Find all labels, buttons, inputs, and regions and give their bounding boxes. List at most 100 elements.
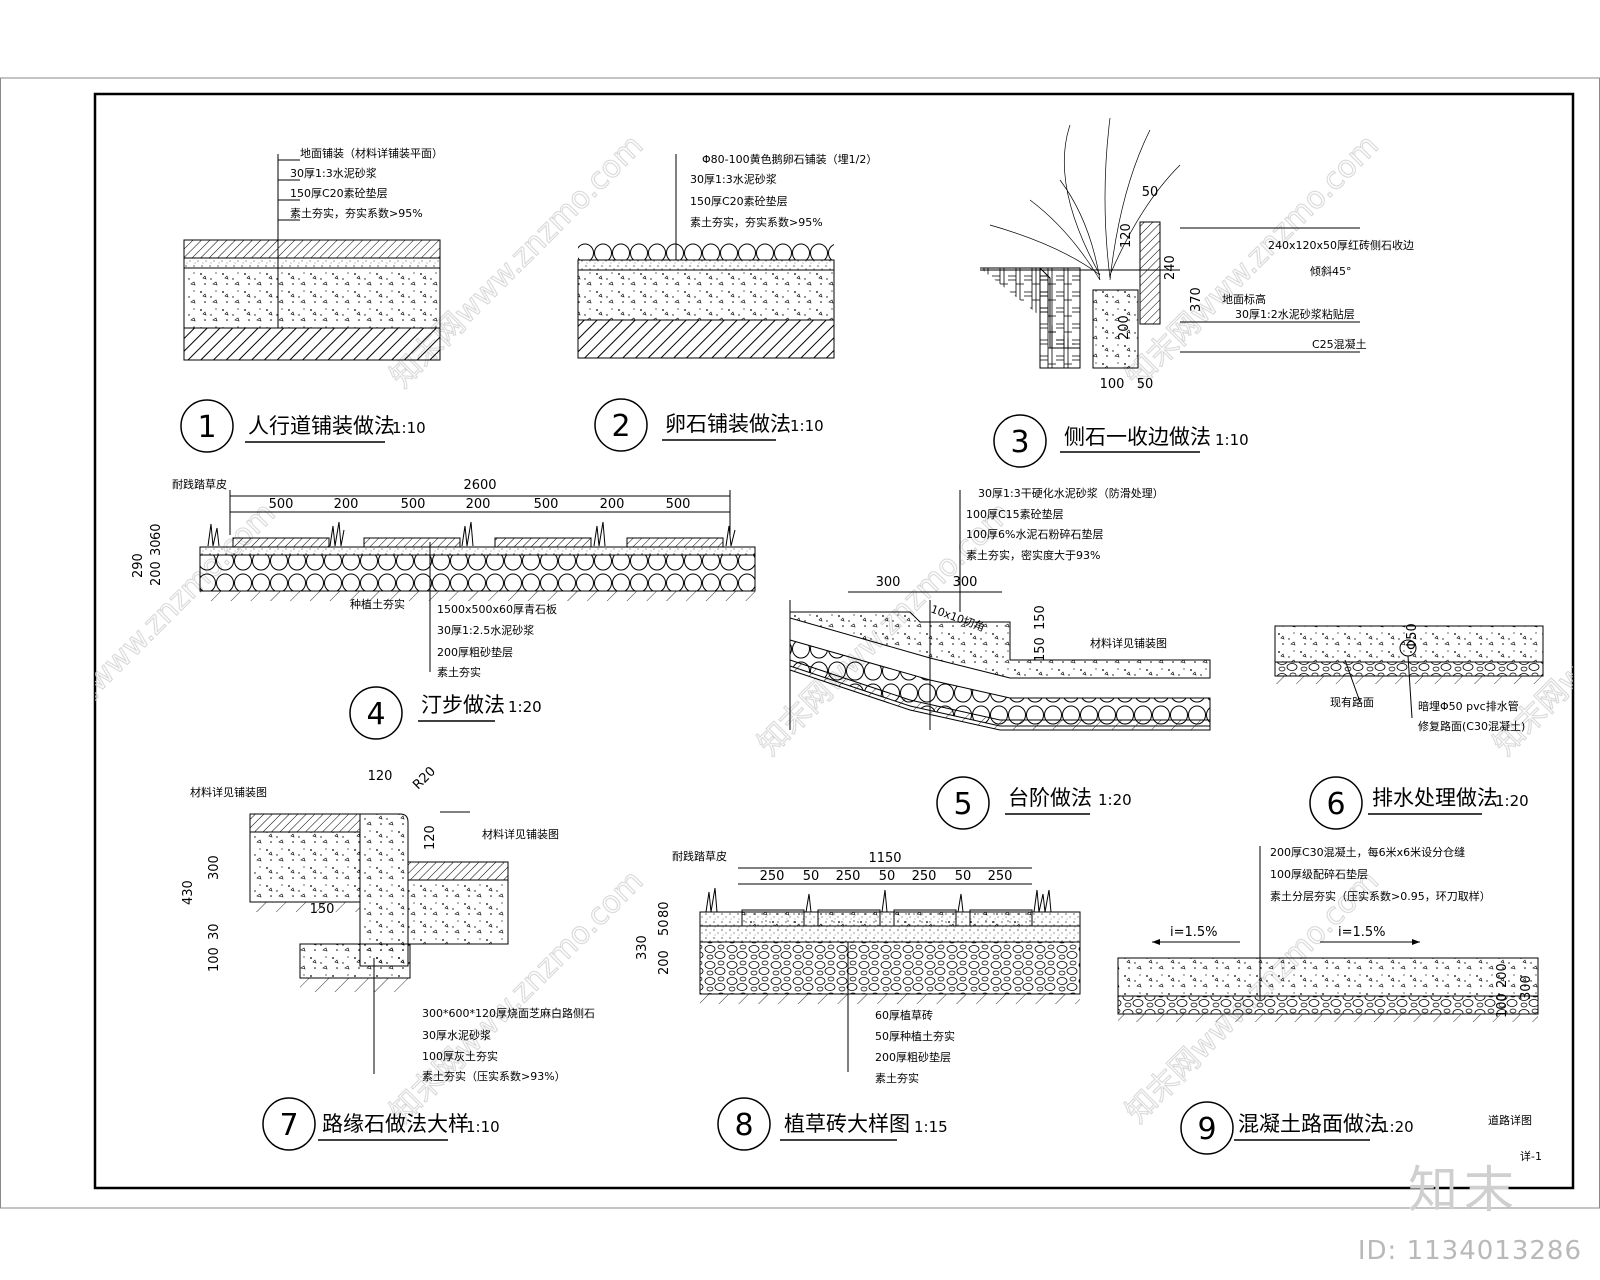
detail-8-number-circle [717, 1097, 771, 1151]
footer-id: ID: 1134013286 [1357, 1236, 1582, 1266]
detail-2-number-circle [594, 398, 648, 452]
detail-7-dim-100: 100 [207, 947, 222, 972]
detail-6-note-3: 修复路面(C30混凝土) [1418, 719, 1525, 733]
detail-7-note-2: 材料详见铺装图 [482, 827, 559, 841]
detail-5-dim-3: 150 [1033, 605, 1048, 630]
detail-6-number: 6 [1326, 787, 1345, 822]
detail-8-dim-2: 50 [803, 869, 820, 884]
detail-4-dim-6: 200 [600, 497, 625, 512]
detail-8-title-text: 植草砖大样图 [784, 1112, 910, 1136]
detail-7-note-1: 材料详见铺装图 [190, 785, 267, 799]
detail-8-dim-6: 50 [955, 869, 972, 884]
detail-1-number: 1 [197, 410, 216, 445]
detail-8-section: 耐践踏草皮 60厚植草砖 50厚种植土夯实 200厚粗砂垫层 素土夯实 1150… [635, 849, 1081, 1085]
detail-8-note-3: 200厚粗砂垫层 [875, 1050, 951, 1064]
detail-4-title: 4 汀步做法 1:20 [349, 686, 542, 740]
detail-2-note-4: 素土夯实，夯实系数>95% [690, 215, 823, 229]
detail-1-note-2: 30厚1:3水泥砂浆 [290, 166, 377, 180]
detail-6-dim-pipe: Φ50 [1405, 623, 1420, 650]
detail-9-number: 9 [1197, 1112, 1216, 1147]
detail-8-dim-330: 330 [635, 935, 650, 960]
detail-3-note-4: 30厚1:2水泥砂浆粘贴层 [1235, 307, 1355, 321]
detail-2-note-1: Φ80-100黄色鹅卵石铺装（埋1/2） [702, 152, 877, 166]
detail-3-title: 3 侧石一收边做法 1:10 [993, 414, 1249, 468]
detail-1-number-circle [180, 399, 234, 453]
detail-9-dim-300: 300 [1519, 975, 1534, 1000]
detail-4-note-slab: 1500x500x60厚青石板 [437, 602, 557, 616]
detail-8-dim-50: 50 [657, 919, 672, 936]
detail-3-number-circle [993, 414, 1047, 468]
detail-9-note-2: 100厚级配碎石垫层 [1270, 867, 1368, 881]
detail-8-dim-4: 50 [879, 869, 896, 884]
detail-2-section: Φ80-100黄色鹅卵石铺装（埋1/2） 30厚1:3水泥砂浆 150厚C20素… [577, 152, 877, 359]
detail-5-title-text: 台阶做法 [1008, 786, 1092, 810]
detail-9-note-3: 素土分层夯实（压实系数>0.95，环刀取样） [1270, 889, 1491, 903]
detail-4-dim-7: 500 [666, 497, 691, 512]
detail-2-title: 2 卵石铺装做法 1:10 [594, 398, 824, 452]
detail-4-dim-60: 60 [149, 523, 164, 540]
detail-5-note-3: 100厚6%水泥石粉碎石垫层 [966, 527, 1103, 541]
detail-5-note-4: 素土夯实，密实度大于93% [966, 548, 1100, 562]
detail-1-note-3: 150厚C20素砼垫层 [290, 186, 388, 200]
detail-8-number: 8 [734, 1108, 753, 1143]
detail-8-dim-5: 250 [912, 869, 937, 884]
detail-7-title-text: 路缘石做法大样 [322, 1112, 469, 1136]
detail-3-number: 3 [1010, 425, 1029, 460]
detail-7-dim-120-top: 120 [368, 769, 393, 784]
detail-8-note-1: 60厚植草砖 [875, 1008, 933, 1022]
detail-8-dim-total: 1150 [868, 851, 901, 866]
detail-4-note-mortar: 30厚1:2.5水泥砂浆 [437, 623, 534, 637]
detail-1-title-text: 人行道铺装做法 [248, 414, 395, 438]
detail-5-dim-1: 300 [876, 575, 901, 590]
detail-9-slope-left: i=1.5% [1170, 925, 1218, 940]
detail-4-dim-3: 500 [401, 497, 426, 512]
detail-9-section: i=1.5% i=1.5% 200厚C30混凝土，每6米x6米设分仓缝 100厚… [1117, 845, 1539, 1022]
detail-8-note-2: 50厚种植土夯实 [875, 1029, 955, 1043]
detail-9-scale: 1:20 [1380, 1118, 1414, 1136]
detail-4-note-soil: 种植土夯实 [350, 597, 405, 611]
detail-4-note-grass: 耐践踏草皮 [172, 477, 227, 491]
detail-4-section: 耐践踏草皮 种植土夯实 1500x500x60厚青石板 30厚1:2.5水泥砂浆… [131, 477, 756, 679]
detail-6-note-2: 暗埋Φ50 pvc排水管 [1418, 699, 1519, 713]
detail-9-number-circle [1180, 1101, 1234, 1155]
detail-1-note-4: 素土夯实，夯实系数>95% [290, 206, 423, 220]
detail-4-number: 4 [366, 697, 385, 732]
detail-8-title: 8 植草砖大样图 1:15 [717, 1097, 948, 1151]
detail-9-note-1: 200厚C30混凝土，每6米x6米设分仓缝 [1270, 845, 1465, 859]
detail-8-dim-3: 250 [836, 869, 861, 884]
detail-8-dim-7: 250 [988, 869, 1013, 884]
detail-6-title: 6 排水处理做法 1:20 [1309, 776, 1529, 830]
detail-7-dim-150: 150 [310, 902, 335, 917]
detail-8-scale: 1:15 [914, 1118, 948, 1136]
detail-2-note-3: 150厚C20素砼垫层 [690, 194, 788, 208]
detail-3-section: 240x120x50厚红砖侧石收边 倾斜45° 地面标高 30厚1:2水泥砂浆粘… [980, 117, 1414, 392]
site-logo: 知末 [1408, 1161, 1520, 1219]
detail-9-slope-right: i=1.5% [1338, 925, 1386, 940]
detail-4-dim-4: 200 [466, 497, 491, 512]
detail-3-note-2: 倾斜45° [1310, 265, 1352, 278]
drawing-number: 道路详图 [1488, 1113, 1532, 1127]
detail-7-section: 材料详见铺装图 材料详见铺装图 300*600*120厚烧面芝麻白路侧石 30厚… [181, 764, 595, 1083]
detail-6-note-1: 现有路面 [1330, 695, 1374, 709]
detail-4-dim-2: 200 [334, 497, 359, 512]
detail-5-note-material: 材料详见铺装图 [1090, 636, 1167, 650]
detail-2-scale: 1:10 [790, 417, 824, 435]
detail-3-title-text: 侧石一收边做法 [1064, 425, 1211, 449]
detail-5-dim-2: 300 [953, 575, 978, 590]
detail-3-dim-240: 240 [1163, 255, 1178, 280]
detail-3-note-3: 地面标高 [1222, 292, 1266, 306]
detail-8-dim-80: 80 [657, 901, 672, 918]
detail-3-note-1: 240x120x50厚红砖侧石收边 [1268, 238, 1414, 252]
detail-7-scale: 1:10 [466, 1118, 500, 1136]
detail-3-dim-200: 200 [1117, 315, 1132, 340]
detail-5-scale: 1:20 [1098, 791, 1132, 809]
detail-4-dim-total: 2600 [463, 478, 496, 493]
detail-8-note-4: 素土夯实 [875, 1071, 919, 1085]
detail-8-note-grass: 耐践踏草皮 [672, 849, 727, 863]
detail-2-title-text: 卵石铺装做法 [665, 412, 791, 436]
sheet-mark: 详-1 [1520, 1149, 1542, 1163]
detail-7-number: 7 [279, 1108, 298, 1143]
detail-5-note-2: 100厚C15素砼垫层 [966, 507, 1064, 521]
detail-6-scale: 1:20 [1495, 792, 1529, 810]
detail-7-note-4: 30厚水泥砂浆 [422, 1028, 491, 1042]
